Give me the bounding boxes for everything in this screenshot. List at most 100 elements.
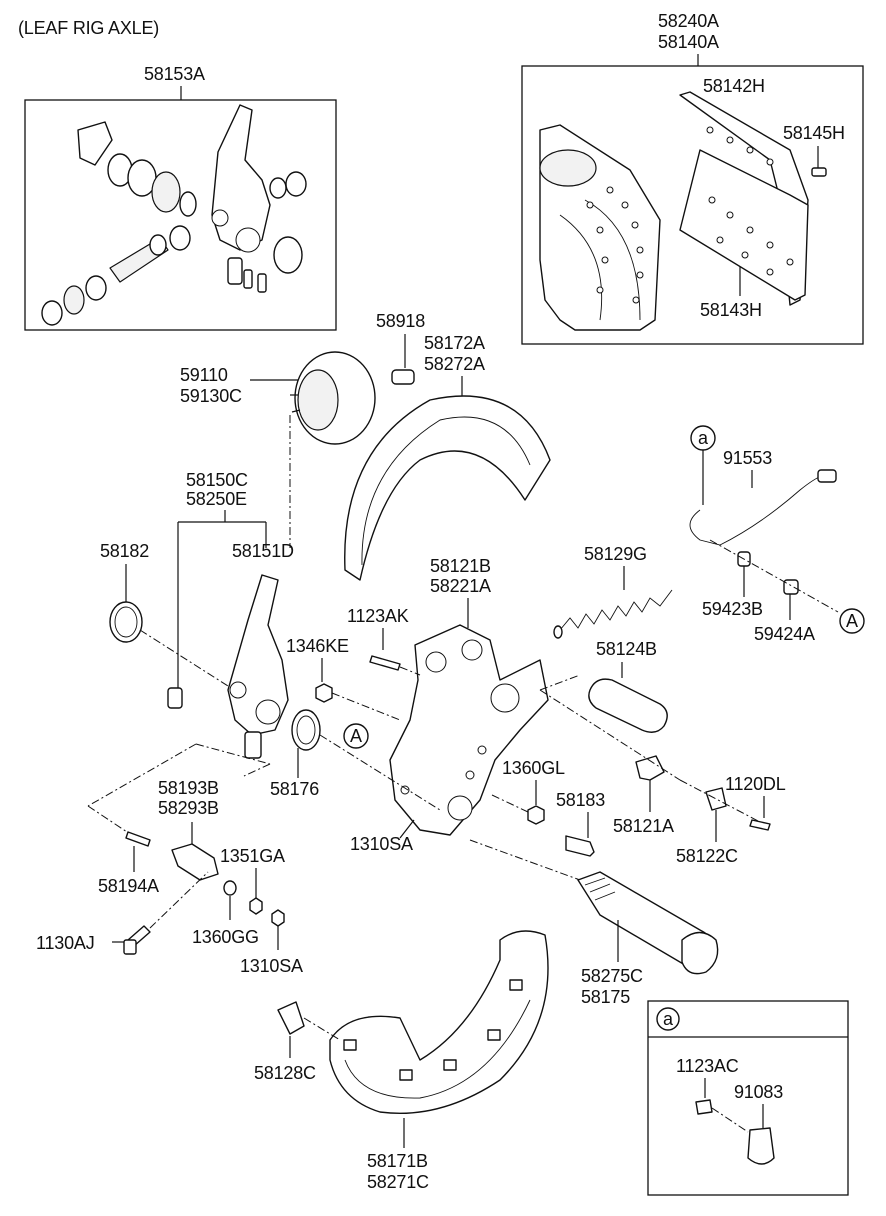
label-58150C[interactable]: 58150C <box>186 470 248 490</box>
sensor-cable-part <box>689 475 823 546</box>
clip-58122C-part <box>705 787 727 811</box>
brake-chamber-group: 58918 59110 59130C <box>180 311 425 548</box>
label-58140A[interactable]: 58140A <box>658 32 719 52</box>
label-58194A[interactable]: 58194A <box>98 876 159 896</box>
label-1310SA-mid[interactable]: 1310SA <box>350 834 413 854</box>
label-58121B[interactable]: 58121B <box>430 556 491 576</box>
label-58240A[interactable]: 58240A <box>658 11 719 31</box>
label-58121A[interactable]: 58121A <box>613 816 674 836</box>
label-59130C[interactable]: 59130C <box>180 386 242 406</box>
clip-91083-part <box>747 1127 775 1165</box>
label-58129G[interactable]: 58129G <box>584 544 647 564</box>
ref-marker-A-left <box>343 723 369 749</box>
boot-part <box>167 687 183 709</box>
lining-rivet-holes <box>706 126 794 276</box>
label-58153A[interactable]: 58153A <box>144 64 205 84</box>
dust-shield-lower-group: 58171B 58271C 58128C <box>254 930 549 1192</box>
return-spring-58129G-part <box>559 589 673 631</box>
shoe-rivet-holes <box>586 186 644 304</box>
dust-shield-upper-part <box>344 395 551 581</box>
bolt-58183-part <box>565 835 595 857</box>
bracket-58121A-part <box>635 755 665 781</box>
kit-box-58240A <box>521 65 864 345</box>
label-1120DL[interactable]: 1120DL <box>725 774 786 794</box>
bolt-1123AC-part <box>695 1099 713 1115</box>
clip-59424A-part <box>783 579 799 595</box>
label-58142H[interactable]: 58142H <box>703 76 765 96</box>
lower-left-group: 58193B 58293B 58194A 1351GA 1360GG 1310S… <box>36 743 303 976</box>
label-58128C[interactable]: 58128C <box>254 1063 316 1083</box>
lining-lower-part <box>679 149 809 301</box>
clip-58128C-part <box>277 1001 305 1035</box>
bolt-1120DL-part <box>749 819 771 831</box>
spider-part <box>389 624 549 836</box>
nut-1310SA-low-part <box>271 909 285 927</box>
pin-58194A-part <box>125 831 151 847</box>
washer-1360GG-part <box>223 880 237 896</box>
label-58918[interactable]: 58918 <box>376 311 425 331</box>
label-1310SA-low[interactable]: 1310SA <box>240 956 303 976</box>
inset-marker-text: a <box>663 1009 674 1029</box>
nut-1360GL-part <box>527 805 545 825</box>
label-1351GA[interactable]: 1351GA <box>220 846 285 866</box>
label-59110[interactable]: 59110 <box>180 365 228 385</box>
roller-58124B-part <box>588 678 668 733</box>
diagram-title: (LEAF RIG AXLE) <box>18 18 159 38</box>
label-58145H[interactable]: 58145H <box>783 123 845 143</box>
label-58272A[interactable]: 58272A <box>424 354 485 374</box>
gasket-part <box>77 121 113 166</box>
label-58250E[interactable]: 58250E <box>186 489 247 509</box>
label-58124B[interactable]: 58124B <box>596 639 657 659</box>
label-58193B[interactable]: 58193B <box>158 778 219 798</box>
kit-box-58153A <box>24 99 337 331</box>
label-58122C[interactable]: 58122C <box>676 846 738 866</box>
label-1130AJ[interactable]: 1130AJ <box>36 933 95 953</box>
seal-58176-part <box>291 709 321 751</box>
slack-adjuster-group: 58150C 58250E 58151D 58182 <box>100 470 294 759</box>
spring-roller-group: 58129G 58124B <box>539 544 673 733</box>
bracket-58193B-part <box>171 843 219 881</box>
label-1360GL[interactable]: 1360GL <box>502 758 565 778</box>
nut-1351GA-part <box>249 897 263 915</box>
camshaft-group: 58275C 58175 <box>469 839 719 1007</box>
spider-group: 58121B 58221A <box>389 556 549 836</box>
label-58271C[interactable]: 58271C <box>367 1172 429 1192</box>
slack-adjuster-part <box>211 104 271 251</box>
label-58275C[interactable]: 58275C <box>581 966 643 986</box>
right-hardware-group: 1360GL 58183 58121A 1120DL 58122C <box>491 689 786 866</box>
label-58176[interactable]: 58176 <box>270 779 319 799</box>
label-58183[interactable]: 58183 <box>556 790 605 810</box>
label-58143H[interactable]: 58143H <box>700 300 762 320</box>
label-1123AC[interactable]: 1123AC <box>676 1056 739 1076</box>
ref-marker-a-upper-text: a <box>698 428 709 448</box>
kit-58153A-group: 58153A <box>24 64 337 331</box>
label-1360GG[interactable]: 1360GG <box>192 927 259 947</box>
inset-a-group: a 1123AC 91083 <box>647 1000 849 1196</box>
label-58221A[interactable]: 58221A <box>430 576 491 596</box>
dust-shield-upper-group: 58172A 58272A <box>344 333 551 581</box>
ref-marker-A-right <box>839 608 865 634</box>
label-58151D[interactable]: 58151D <box>232 541 294 561</box>
seal-58176-group: 58176 A <box>270 709 441 811</box>
label-58171B[interactable]: 58171B <box>367 1151 428 1171</box>
label-59424A[interactable]: 59424A <box>754 624 815 644</box>
bolt-1123AK-part <box>369 655 401 671</box>
lining-upper-part <box>679 91 809 306</box>
label-91083[interactable]: 91083 <box>734 1082 783 1102</box>
label-58182[interactable]: 58182 <box>100 541 149 561</box>
label-58175[interactable]: 58175 <box>581 987 630 1007</box>
dust-shield-lower-part <box>329 930 549 1115</box>
label-1123AK[interactable]: 1123AK <box>347 606 409 626</box>
inset-box <box>647 1000 849 1196</box>
label-59423B[interactable]: 59423B <box>702 599 763 619</box>
nut-1346KE-part <box>315 683 333 703</box>
label-91553[interactable]: 91553 <box>723 448 772 468</box>
ref-marker-A-left-text: A <box>350 726 362 746</box>
rivet-part <box>811 167 827 177</box>
label-58172A[interactable]: 58172A <box>424 333 485 353</box>
inset-marker <box>656 1007 680 1031</box>
label-58293B[interactable]: 58293B <box>158 798 219 818</box>
label-1346KE[interactable]: 1346KE <box>286 636 349 656</box>
